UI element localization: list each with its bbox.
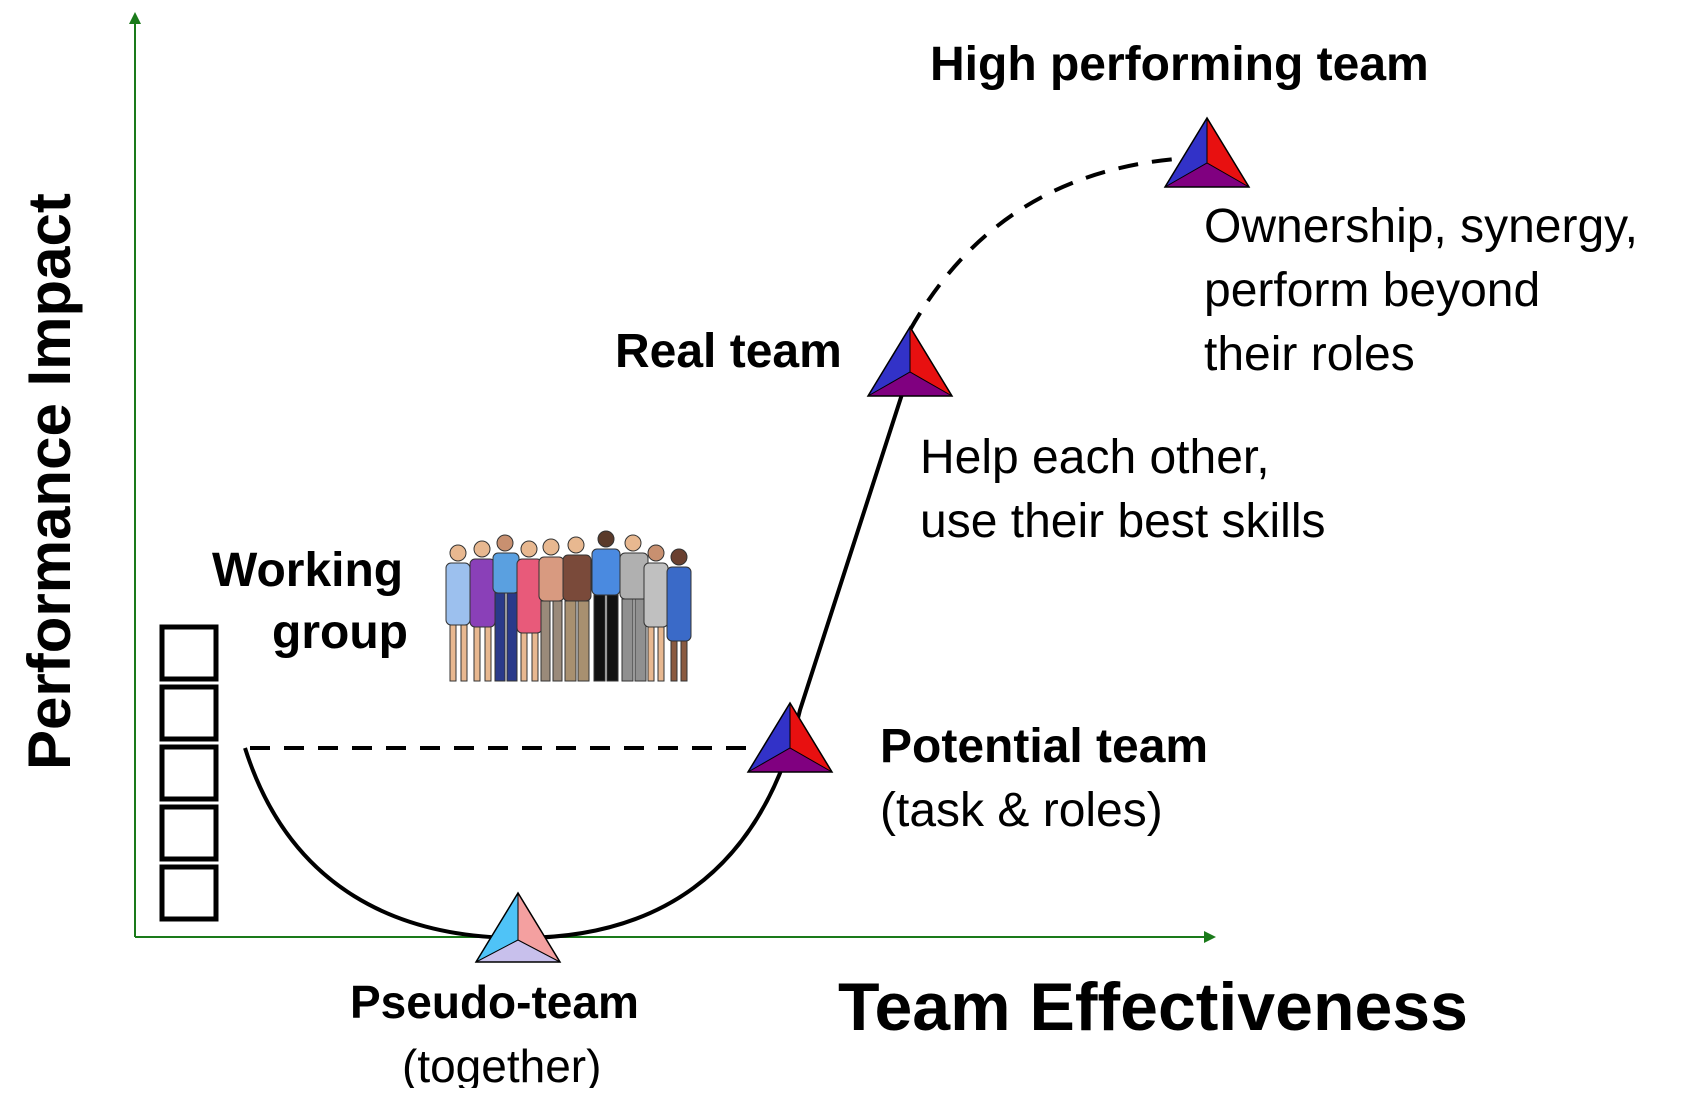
high-performing-team-description-line1: Ownership, synergy, xyxy=(1204,200,1638,253)
real-team-triangle-icon xyxy=(866,325,954,397)
potential-team-subtitle: (task & roles) xyxy=(880,784,1163,837)
pseudo-team-title: Pseudo-team xyxy=(350,976,639,1028)
potential-team-title: Potential team xyxy=(880,720,1208,773)
real-team-title: Real team xyxy=(615,325,842,378)
pseudo-team-subtitle: (together) xyxy=(402,1040,601,1088)
high-performing-team-title: High performing team xyxy=(930,38,1429,91)
real-to-high-dashed-curve xyxy=(908,156,1189,331)
real-team-description-line2: use their best skills xyxy=(920,495,1326,548)
y-axis-label: Performance Impact xyxy=(16,193,83,770)
working-group-label-line2: group xyxy=(272,606,408,659)
stacked-boxes-icon xyxy=(159,624,219,922)
high-performing-team-description-line3: their roles xyxy=(1204,328,1415,381)
real-team-description-line1: Help each other, xyxy=(920,431,1270,484)
potential-team-triangle-icon xyxy=(746,701,834,773)
x-axis-label: Team Effectiveness xyxy=(838,969,1468,1045)
group-of-people-icon xyxy=(445,530,692,682)
working-group-label-line1: Working xyxy=(212,544,403,597)
pseudo-team-triangle-icon xyxy=(474,891,562,963)
high-performing-team-triangle-icon xyxy=(1163,116,1251,188)
high-performing-team-description-line2: perform beyond xyxy=(1204,264,1540,317)
